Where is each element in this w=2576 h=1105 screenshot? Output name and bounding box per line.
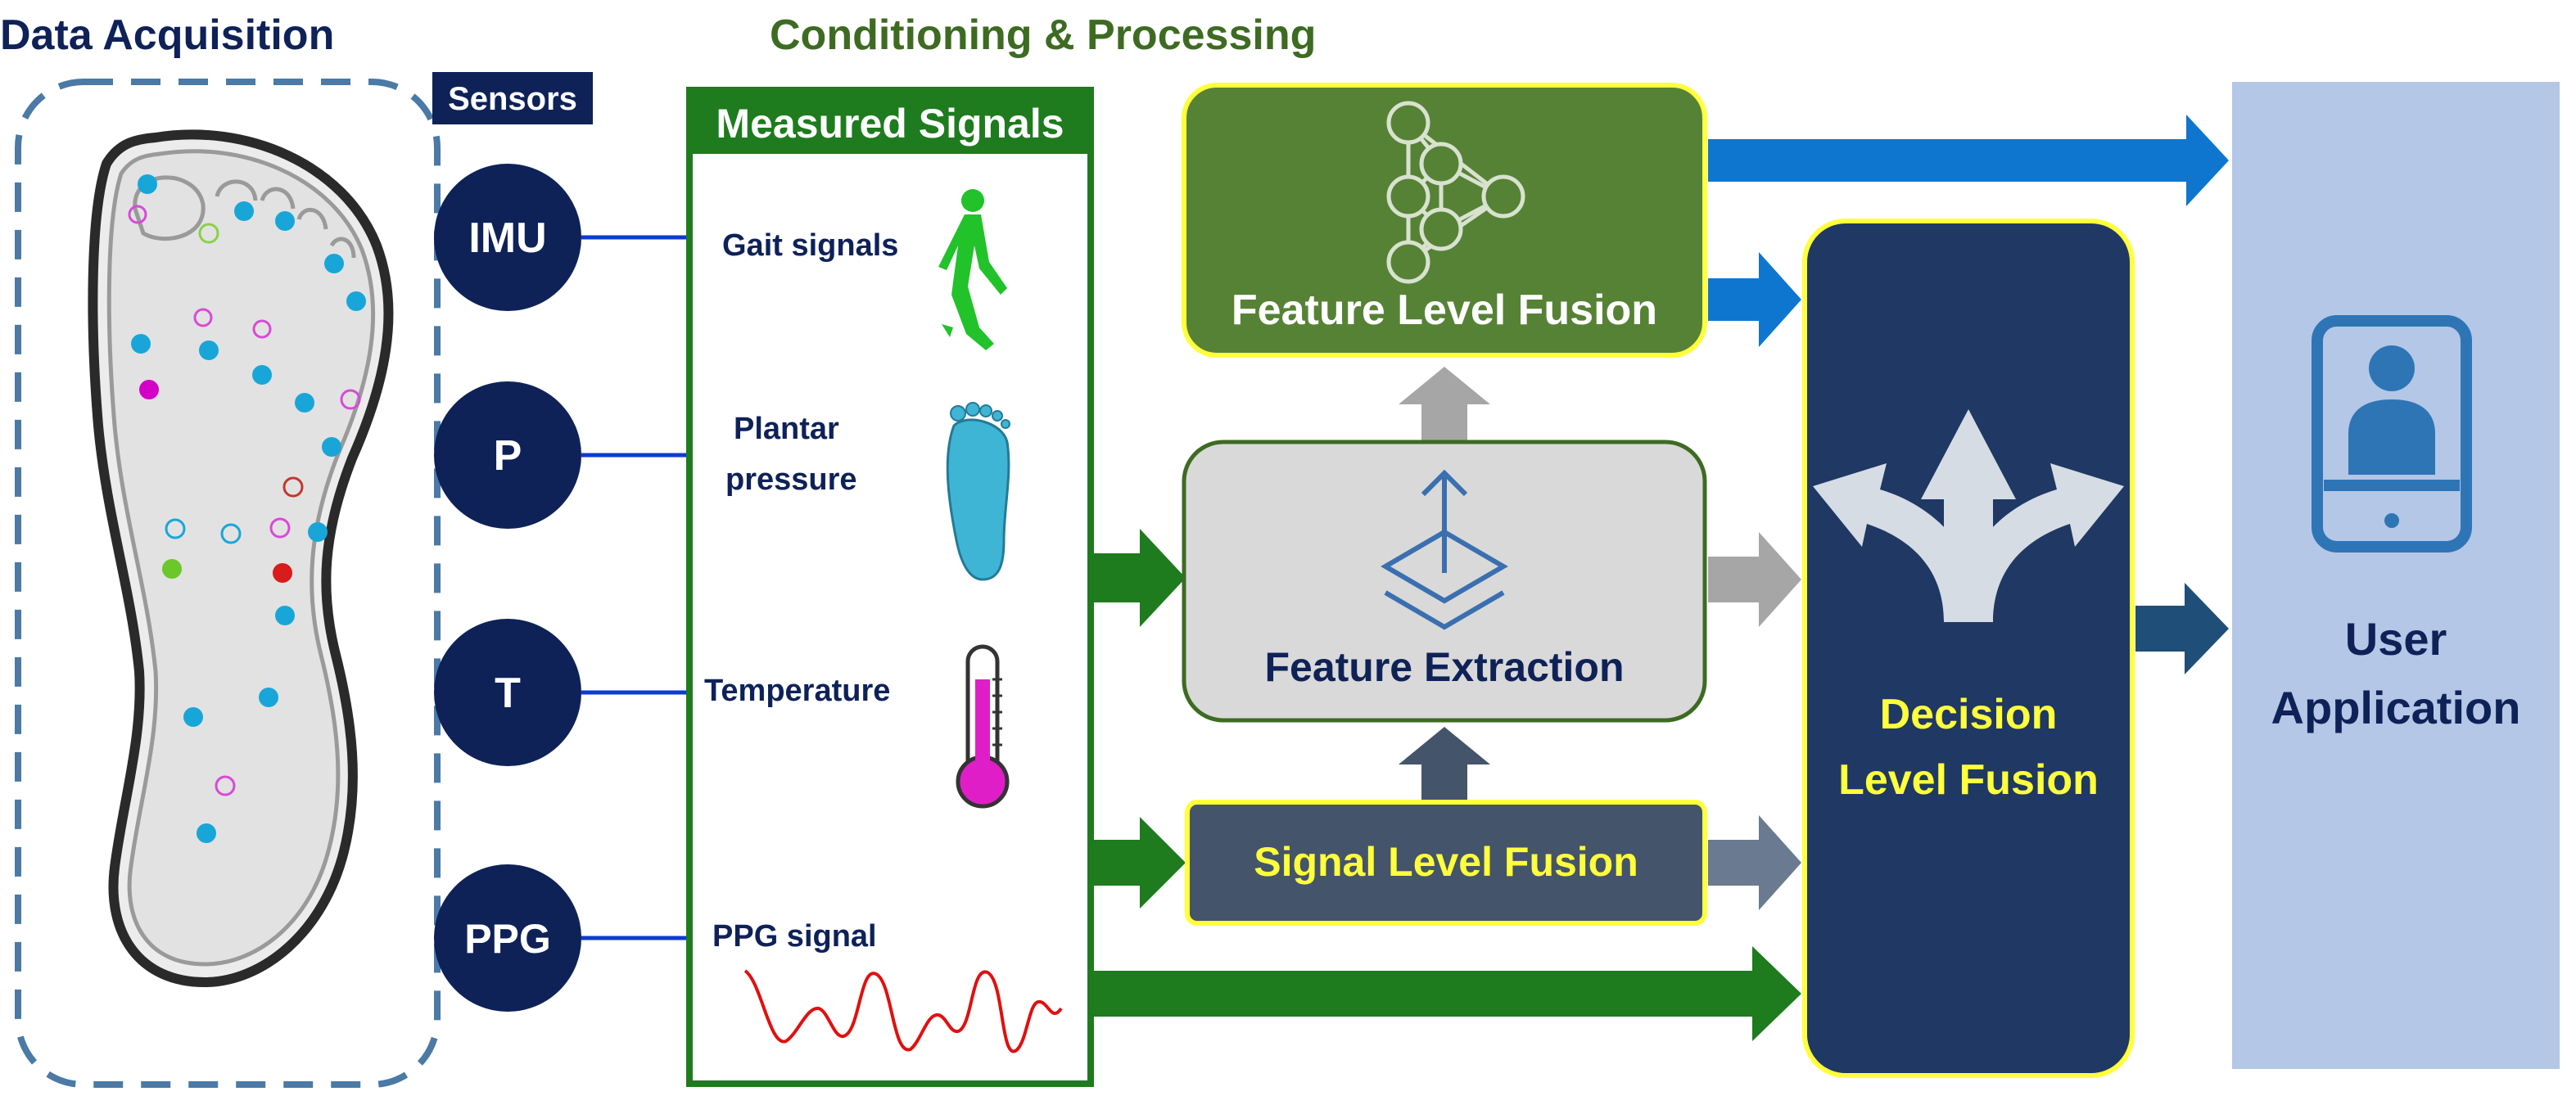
sensor-dot bbox=[322, 437, 341, 457]
sensor-label: IMU bbox=[468, 214, 546, 262]
sensor-dot bbox=[282, 476, 304, 498]
sensor-dot bbox=[183, 707, 203, 727]
sensor-dot bbox=[234, 201, 254, 221]
signal-level-fusion-label: Signal Level Fusion bbox=[1254, 839, 1638, 885]
decision-level-fusion-block bbox=[1802, 219, 2135, 1078]
sensor-dots bbox=[128, 174, 366, 843]
sensor-dot bbox=[269, 517, 291, 539]
signal-plantar-label-line1: Plantar bbox=[734, 412, 839, 446]
signal-plantar-label-line2: pressure bbox=[725, 462, 857, 497]
arrow-extraction-to-feature-fusion bbox=[1399, 367, 1490, 440]
acquisition-frame bbox=[15, 79, 441, 1088]
arrow-signal-fusion-to-decision bbox=[1708, 815, 1801, 910]
sensor-dot bbox=[128, 205, 147, 224]
neural-network-icon bbox=[1386, 101, 1525, 284]
sensor-pressure: P bbox=[434, 381, 689, 529]
layers-upload-icon bbox=[1381, 469, 1508, 630]
arrow-signal-fusion-to-extraction bbox=[1399, 727, 1490, 801]
sensors-header-box bbox=[432, 72, 593, 124]
arrow-feature-fusion-to-user-app bbox=[1708, 115, 2229, 206]
split-arrows-icon bbox=[1813, 409, 2124, 622]
sensor-dot bbox=[346, 291, 366, 311]
section-title-conditioning: Conditioning & Processing bbox=[770, 11, 1316, 59]
sensor-dot bbox=[252, 319, 272, 339]
smartphone-user-icon bbox=[2312, 315, 2472, 552]
feature-level-fusion-label: Feature Level Fusion bbox=[1232, 286, 1657, 334]
sensor-ppg: PPG bbox=[434, 864, 689, 1012]
arrow-extraction-to-decision bbox=[1708, 532, 1801, 627]
sensor-dot bbox=[162, 559, 182, 579]
sensor-dot bbox=[139, 380, 159, 399]
sensor-dot bbox=[215, 775, 236, 796]
foot-insole-image bbox=[88, 129, 394, 988]
user-application-label-line1: User bbox=[2345, 613, 2447, 665]
arrow-signals-to-decision bbox=[1091, 946, 1801, 1041]
sensor-dot bbox=[252, 365, 272, 385]
measured-signals-header-box bbox=[689, 90, 1091, 154]
sensor-label: P bbox=[494, 432, 522, 480]
sensor-dot bbox=[199, 341, 219, 360]
sensor-dot bbox=[275, 211, 295, 231]
sensor-dot bbox=[198, 223, 219, 244]
sensor-dot bbox=[273, 563, 292, 583]
decision-level-fusion-label-line1: Decision bbox=[1880, 691, 2058, 738]
sensor-dot bbox=[295, 393, 314, 413]
feature-extraction-block bbox=[1182, 440, 1707, 723]
sensor-dot bbox=[138, 174, 157, 194]
thermometer-icon bbox=[956, 644, 1010, 809]
arrow-decision-to-user-app bbox=[2135, 583, 2229, 674]
user-application-label-line2: Application bbox=[2271, 682, 2521, 733]
measured-signals-header: Measured Signals bbox=[716, 101, 1064, 147]
waveform-icon bbox=[743, 969, 1063, 1053]
section-title-acquisition: Data Acquisition bbox=[0, 11, 334, 59]
sensors-header: Sensors bbox=[448, 81, 577, 117]
walking-person-icon bbox=[938, 189, 1007, 350]
arrow-signals-to-signal-fusion bbox=[1091, 817, 1186, 909]
sensor-dot bbox=[308, 522, 328, 542]
user-application-block bbox=[2232, 82, 2560, 1069]
arrow-signals-to-extraction bbox=[1091, 529, 1186, 627]
foot-icon bbox=[946, 402, 1010, 581]
sensor-dot bbox=[131, 334, 151, 354]
feature-extraction-label: Feature Extraction bbox=[1264, 644, 1624, 690]
sensor-imu: IMU bbox=[434, 164, 689, 311]
sensor-dot bbox=[275, 606, 295, 625]
sensor-dot bbox=[340, 389, 361, 410]
sensor-temperature: T bbox=[434, 619, 689, 766]
sensor-dot bbox=[197, 823, 216, 843]
decision-level-fusion-label-line2: Level Fusion bbox=[1838, 756, 2099, 804]
sensor-dot bbox=[220, 523, 242, 544]
sensor-dot bbox=[324, 254, 344, 273]
signal-ppg-label: PPG signal bbox=[712, 919, 877, 954]
measured-signals-panel bbox=[686, 87, 1094, 1087]
sensor-label: T bbox=[495, 670, 521, 717]
sensor-dot bbox=[259, 688, 278, 707]
arrow-feature-fusion-to-decision bbox=[1708, 252, 1801, 347]
sensor-label: PPG bbox=[464, 916, 551, 962]
signal-temperature-label: Temperature bbox=[704, 674, 890, 708]
signal-level-fusion-block bbox=[1185, 800, 1707, 926]
sensor-dot bbox=[165, 518, 186, 539]
sensor-dot bbox=[193, 308, 213, 327]
signal-gait-label: Gait signals bbox=[722, 228, 898, 263]
